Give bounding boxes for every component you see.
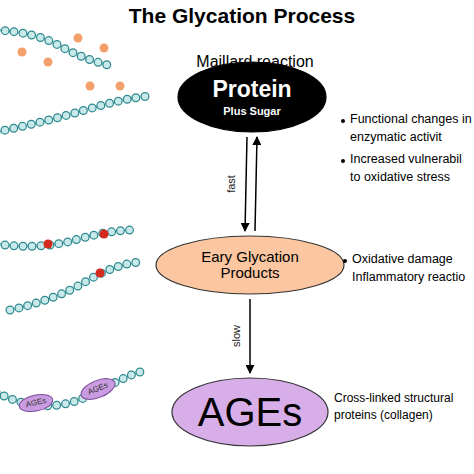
bullet-dot xyxy=(341,119,345,123)
crosslink-label: AGEs xyxy=(25,397,47,409)
protein-chain xyxy=(0,30,112,66)
protein-chain xyxy=(0,230,135,246)
protein-chain xyxy=(0,372,140,406)
protein-chain xyxy=(0,30,112,66)
protein-chain xyxy=(0,372,140,406)
node-subtext: Plus Sugar xyxy=(223,105,280,117)
note-text: Inflammatory reactio xyxy=(352,268,474,286)
age-crosslink xyxy=(18,392,55,415)
ellipse-shape xyxy=(156,236,344,294)
diagram-title: The Glycation Process xyxy=(10,4,474,28)
rate-label: fast xyxy=(226,175,237,193)
protein-chain xyxy=(0,96,150,132)
rate-label: slow xyxy=(231,325,242,347)
bullet-dot xyxy=(343,259,347,263)
effect-note: Functional changes in enzymatic activit xyxy=(350,110,474,146)
sugar-dot xyxy=(18,48,27,57)
node-heading: Eary Glycation Products xyxy=(175,249,325,282)
reaction-arrow xyxy=(249,299,251,373)
protein-chain xyxy=(0,96,150,132)
sugar-dot xyxy=(44,58,53,67)
glycation-dot xyxy=(44,240,53,249)
age-crosslink xyxy=(78,374,118,403)
process-ellipse: Eary Glycation Products xyxy=(155,235,345,295)
effect-note: Increased vulnerabil to oxidative stress xyxy=(350,150,474,186)
effect-note: Oxidative damage xyxy=(352,250,474,268)
ellipse-shape xyxy=(172,378,328,446)
crosslink-label: AGEs xyxy=(87,381,109,396)
note-text: Cross-linked structural proteins (collag… xyxy=(334,390,474,425)
node-heading: Protein xyxy=(212,77,291,102)
glycation-dot xyxy=(100,230,109,239)
sugar-dot xyxy=(100,44,109,53)
protein-chain xyxy=(10,262,140,310)
bullet-dot xyxy=(341,159,345,163)
end-ellipse: AGEs xyxy=(171,377,329,447)
glycation-dot xyxy=(96,269,105,278)
sugar-dot xyxy=(86,82,95,91)
note-text: Maillard reaction xyxy=(150,50,360,73)
ellipse-shape xyxy=(178,62,326,132)
protein-chain xyxy=(0,230,135,246)
reaction-arrow xyxy=(245,137,247,231)
sugar-dot xyxy=(74,34,83,43)
protein-chain xyxy=(10,262,140,310)
start-ellipse: ProteinPlus Sugar xyxy=(177,61,327,133)
sugar-dot xyxy=(116,82,125,91)
node-heading: AGEs xyxy=(198,390,302,434)
reaction-arrow xyxy=(255,137,257,231)
